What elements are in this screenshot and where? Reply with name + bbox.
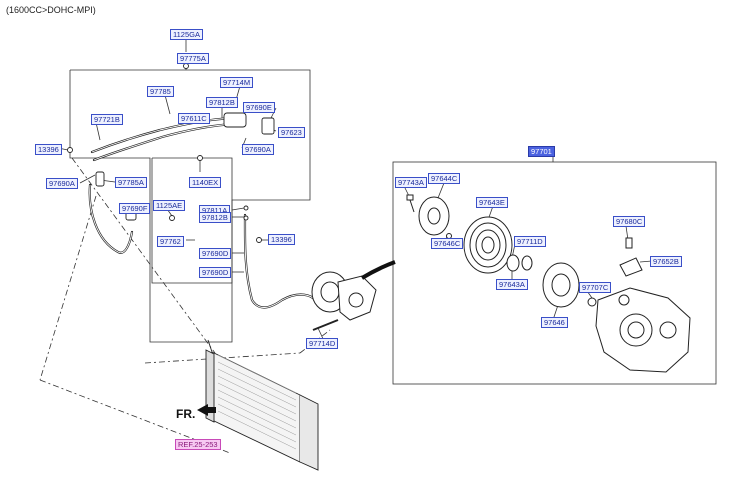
part-label-97721B[interactable]: 97721B [91,114,123,125]
part-label-97690A-left[interactable]: 97690A [46,178,78,189]
front-arrow-icon [197,404,216,416]
part-label-97690A-upper[interactable]: 97690A [242,144,274,155]
part-label-97762[interactable]: 97762 [157,236,184,247]
part-label-97714M[interactable]: 97714M [220,77,254,88]
part-label-1125GA[interactable]: 1125GA [170,29,203,40]
part-label-97785[interactable]: 97785 [147,86,174,97]
lower-group-frame [151,157,233,284]
part-label-97643A[interactable]: 97643A [496,279,528,290]
part-label-97690E[interactable]: 97690E [243,102,275,113]
part-label-97646[interactable]: 97646 [541,317,568,328]
part-label-97690D-lower[interactable]: 97690D [199,267,232,278]
part-label-97711D[interactable]: 97711D [514,236,546,247]
part-label-97643E[interactable]: 97643E [476,197,508,208]
part-label-97812B[interactable]: 97812B [206,97,238,108]
reference-label-condenser[interactable]: REF.25-253 [175,439,221,450]
part-label-97812B-lower[interactable]: 97812B [199,212,231,223]
part-label-97680C[interactable]: 97680C [613,216,646,227]
part-label-97690D-upper[interactable]: 97690D [199,248,232,259]
part-label-97623[interactable]: 97623 [278,127,305,138]
compressor-detail-frame [392,161,717,385]
part-label-97701-compressor-assy[interactable]: 97701 [528,146,555,157]
part-label-97775A[interactable]: 97775A [177,53,209,64]
part-label-1140EX[interactable]: 1140EX [189,177,222,188]
part-label-97714D[interactable]: 97714D [306,338,339,349]
front-direction-label: FR. [176,407,196,421]
part-label-97611C[interactable]: 97611C [178,113,210,124]
part-label-13396-lower[interactable]: 13396 [268,234,295,245]
condenser-drawing [205,339,319,471]
part-label-1125AE[interactable]: 1125AE [153,200,186,211]
engine-spec-note: (1600CC>DOHC-MPI) [6,5,96,15]
part-label-97646C[interactable]: 97646C [431,238,464,249]
part-label-97690F[interactable]: 97690F [119,203,151,214]
part-label-13396-upper[interactable]: 13396 [35,144,62,155]
part-label-97652B[interactable]: 97652B [650,256,682,267]
part-label-97644C[interactable]: 97644C [428,173,461,184]
part-label-97785A[interactable]: 97785A [115,177,147,188]
part-label-97707C[interactable]: 97707C [579,282,612,293]
part-label-97743A[interactable]: 97743A [395,177,427,188]
